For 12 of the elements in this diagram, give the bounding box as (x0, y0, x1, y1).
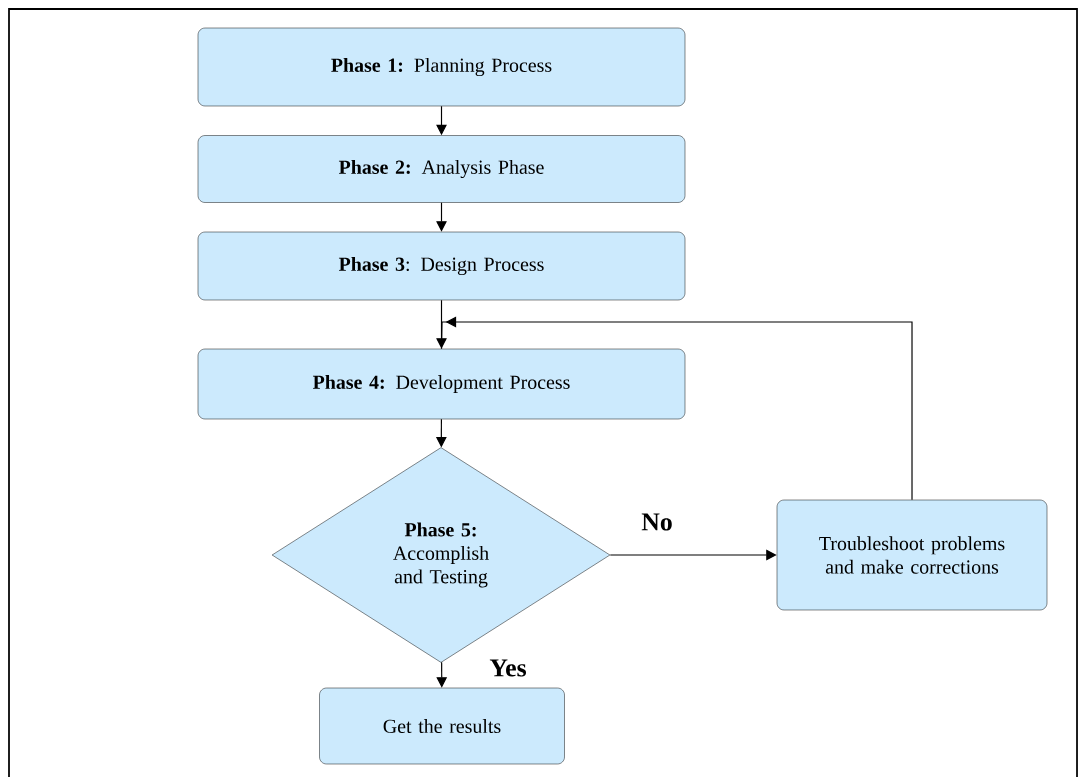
process-box: Get the results (319, 687, 565, 765)
process-box: Phase 4: Development Process (197, 348, 686, 420)
arrow (436, 299, 447, 349)
process-box: Phase 2: Analysis Phase (197, 135, 686, 203)
arrow (436, 661, 448, 688)
process-box: Troubleshoot problems and make corrections (776, 499, 1048, 611)
process-box: Phase 3: Design Process (197, 231, 686, 301)
edge-label: No (640, 512, 674, 532)
arrow (440, 316, 913, 501)
arrow (609, 549, 777, 561)
arrow (436, 202, 447, 232)
process-box: Phase 1: Planning Process (197, 27, 686, 107)
